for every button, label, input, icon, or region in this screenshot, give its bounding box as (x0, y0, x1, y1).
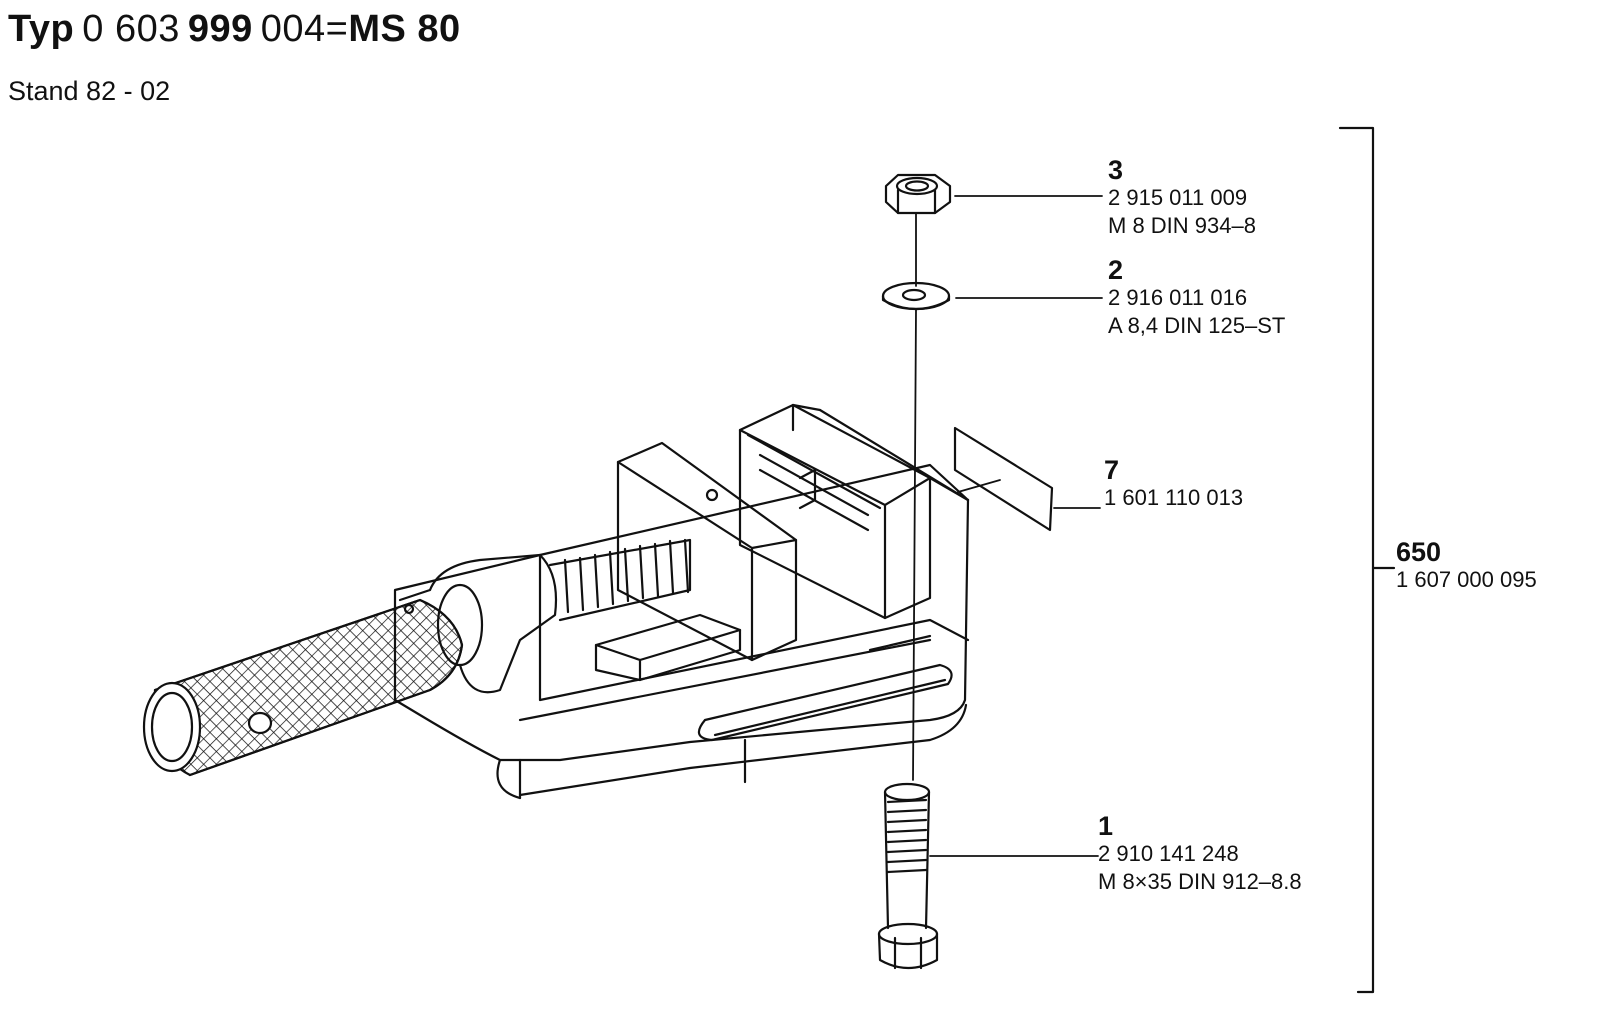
part-spec: A 8,4 DIN 125–ST (1108, 313, 1286, 338)
hex-nut-3 (884, 173, 952, 215)
part-number-3: 3 (1108, 155, 1124, 185)
stand-date: Stand 82 - 02 (8, 76, 171, 106)
equals-sign: = (325, 8, 349, 50)
model-name: MS 80 (348, 8, 461, 50)
washer-2 (881, 281, 951, 311)
part-order-number: 1 601 110 013 (1104, 485, 1244, 510)
assembly-number: 650 (1396, 537, 1442, 567)
part-order-number: 2 916 011 016 (1108, 285, 1248, 310)
part-spec: M 8×35 DIN 912–8.8 (1098, 869, 1302, 894)
part-order-number: 2 910 141 248 (1098, 841, 1239, 866)
type-number-part3: 004 (260, 8, 326, 50)
callout-part-7: 7 1 601 110 013 (1104, 456, 1243, 512)
type-number-part2: 999 (187, 8, 253, 50)
callout-part-1: 1 2 910 141 248 M 8×35 DIN 912–8.8 (1098, 812, 1302, 896)
part-spec: M 8 DIN 934–8 (1108, 213, 1256, 238)
callout-part-3: 3 2 915 011 009 M 8 DIN 934–8 (1108, 156, 1256, 240)
typ-label: Typ (8, 8, 75, 50)
type-number-part1: 0 603 (82, 8, 180, 50)
assembly-bracket (1338, 126, 1396, 994)
part-order-number: 2 915 011 009 (1108, 185, 1248, 210)
callout-part-2: 2 2 916 011 016 A 8,4 DIN 125–ST (1108, 256, 1285, 340)
machine-vise (142, 403, 970, 800)
part-number-2: 2 (1108, 255, 1124, 285)
callout-assembly-650: 650 1 607 000 095 (1396, 538, 1537, 594)
socket-screw-1 (877, 782, 939, 970)
part-number-7: 7 (1104, 455, 1120, 485)
part-number-1: 1 (1098, 811, 1114, 841)
assembly-order-number: 1 607 000 095 (1396, 567, 1537, 592)
leader-lines (912, 195, 1103, 857)
label-plate-7 (953, 426, 1054, 532)
